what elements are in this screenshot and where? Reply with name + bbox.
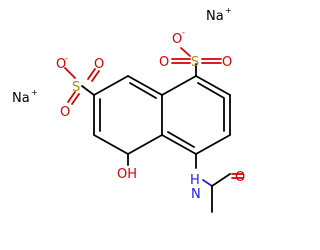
na-left-label: Na: [12, 91, 30, 106]
o-right-a-label: O: [159, 55, 169, 70]
o-minus-left-label: O: [56, 57, 66, 72]
bond: [202, 179, 213, 187]
bond: [211, 173, 231, 187]
bond: [67, 91, 76, 103]
bond: [195, 75, 231, 96]
bond: [93, 75, 129, 96]
amide-n-label: N: [191, 187, 201, 202]
bond-inner: [167, 131, 195, 148]
bonds: [64, 47, 244, 213]
bond: [64, 67, 76, 79]
s-left-label: S: [72, 80, 80, 95]
bond-inner: [129, 82, 157, 99]
na-top-label: Na: [206, 9, 224, 24]
s-right-label: S: [191, 55, 199, 70]
bond: [91, 70, 100, 82]
na-left-charge: +: [31, 88, 38, 97]
o-right-b-label: O: [222, 55, 232, 70]
amide-h-label: H: [190, 173, 200, 188]
bond-inner: [197, 82, 225, 99]
o-minus-top-charge: -: [182, 28, 185, 37]
bond: [81, 85, 95, 96]
bond: [161, 75, 197, 96]
bond: [161, 134, 197, 155]
carbonyl-o-label: O: [235, 170, 245, 185]
structure-diagram: Na + Na + O - S O O O - S O O OH H N O: [12, 6, 245, 213]
bond: [180, 47, 191, 57]
bond: [93, 134, 129, 155]
o-left-b-label: O: [60, 105, 70, 120]
bond: [127, 134, 163, 155]
o-minus-left-charge: -: [65, 54, 68, 63]
bond: [195, 134, 231, 155]
atom-labels: Na + Na + O - S O O O - S O O OH H N O: [12, 6, 245, 202]
o-minus-top-label: O: [172, 32, 182, 47]
bond: [71, 93, 80, 105]
na-top-charge: +: [225, 6, 232, 15]
hydroxyl-label: OH: [117, 167, 137, 182]
bond: [127, 75, 163, 96]
o-left-a-label: O: [94, 57, 104, 72]
bond: [87, 68, 96, 80]
